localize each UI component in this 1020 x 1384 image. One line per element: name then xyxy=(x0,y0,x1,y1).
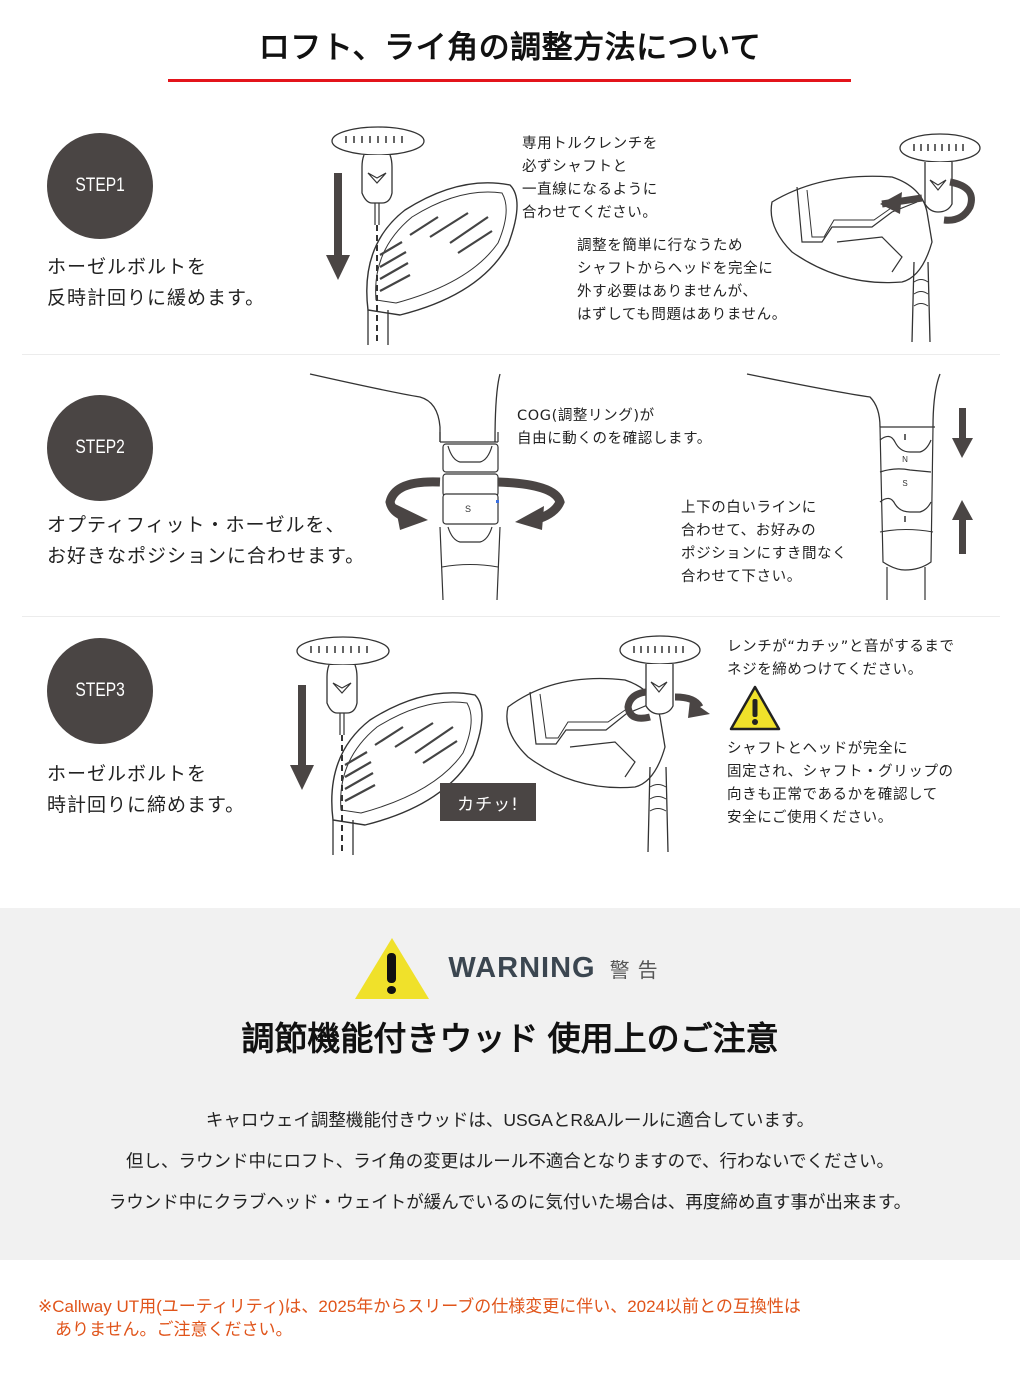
click-sound-badge: カチッ! xyxy=(440,783,536,821)
step-2-divider xyxy=(22,616,1000,617)
step-1-label: STEP1 xyxy=(75,175,125,196)
step-1-note-removal: 調整を簡単に行なうため シャフトからヘッドを完全に 外す必要はありませんが、 は… xyxy=(577,238,787,323)
step-1-note-wrench: 専用トルクレンチを 必ずシャフトと 一直線になるように 合わせてください。 xyxy=(522,136,658,221)
hosel-align-illustration: N S xyxy=(745,372,985,602)
rotate-arrows-icon xyxy=(385,477,565,530)
step-3-note-tighten: レンチが“カチッ”と音がするまで ネジを締めつけてください。 xyxy=(727,639,955,678)
warning-body: キャロウェイ調整機能付きウッドは、USGAとR&Aルールに適合しています。 但し… xyxy=(0,1100,1020,1223)
svg-text:S: S xyxy=(902,479,907,488)
warning-line: キャロウェイ調整機能付きウッドは、USGAとR&Aルールに適合しています。 xyxy=(205,1110,815,1130)
step-2-badge: STEP2 xyxy=(47,395,153,501)
arrow-down-icon xyxy=(290,685,314,790)
driver-loosen-illustration xyxy=(762,132,982,342)
warning-heading: 調節機能付きウッド 使用上のご注意 xyxy=(241,1020,779,1057)
caution-icon xyxy=(728,684,782,732)
compatibility-footnote: ※Callway UT用(ユーティリティ)は、2025年からスリーブの仕様変更に… xyxy=(38,1297,801,1339)
hosel-rotate-illustration: N S xyxy=(300,372,580,602)
warning-line: ラウンド中にクラブヘッド・ウェイトが緩んでいるのに気付いた場合は、再度締め直す事… xyxy=(108,1192,912,1212)
wrench-loosen-illustration xyxy=(320,125,520,345)
arrow-up-icon xyxy=(952,500,973,554)
wrench-tighten-illustration xyxy=(285,635,485,855)
step-3-label: STEP3 xyxy=(75,680,125,701)
step-1-description: ホーゼルボルトを 反時計回りに緩めます。 xyxy=(47,256,266,309)
warning-triangle-icon xyxy=(355,938,430,999)
warning-header: WARNING 警告 xyxy=(0,936,1020,1000)
arrow-down-icon xyxy=(952,408,973,458)
rotate-clockwise-icon xyxy=(624,688,710,722)
svg-text:S: S xyxy=(465,504,471,514)
page-title: ロフト、ライ角の調整方法について xyxy=(258,30,762,65)
warning-kanji: 警告 xyxy=(609,957,666,982)
warning-word: WARNING xyxy=(448,951,596,984)
driver-tighten-illustration xyxy=(500,632,720,852)
rotate-counterclockwise-icon xyxy=(880,178,975,224)
step-2-description: オプティフィット・ホーゼルを、 お好きなポジションに合わせます。 xyxy=(47,514,366,567)
svg-text:N: N xyxy=(902,455,908,464)
step-2-note-alignment: 上下の白いラインに 合わせて、お好みの ポジションにすき間なく 合わせて下さい。 xyxy=(681,500,848,585)
arrow-down-icon xyxy=(326,173,350,280)
step-1-divider xyxy=(22,354,1000,355)
step-3-note-safety: シャフトとヘッドが完全に 固定され、シャフト・グリップの 向きも正常であるかを確… xyxy=(727,741,954,826)
step-1-badge: STEP1 xyxy=(47,133,153,239)
step-2-note-cog: COG(調整リング)が 自由に動くのを確認します。 xyxy=(517,408,712,447)
step-3-description: ホーゼルボルトを 時計回りに締めます。 xyxy=(47,763,246,816)
title-underline xyxy=(168,79,851,82)
step-3-badge: STEP3 xyxy=(47,638,153,744)
step-2-label: STEP2 xyxy=(75,437,125,458)
warning-panel: WARNING 警告 調節機能付きウッド 使用上のご注意 キャロウェイ調整機能付… xyxy=(0,908,1020,1260)
warning-line: 但し、ラウンド中にロフト、ライ角の変更はルール不適合となりますので、行わないでく… xyxy=(126,1151,894,1171)
